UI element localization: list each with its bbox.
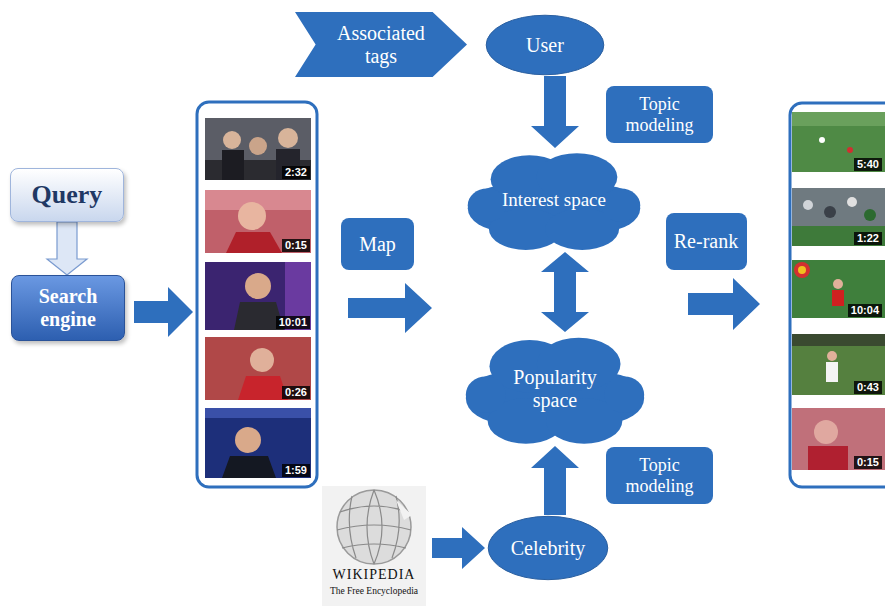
video-thumbnail: [205, 262, 311, 330]
video-thumbnail: [205, 190, 311, 253]
node-text-group: Search engine: [20, 285, 116, 331]
node-label: User: [526, 34, 564, 57]
duration-label: 0:43: [854, 381, 882, 394]
node-label: Popularity space: [498, 366, 612, 412]
block-arrow: [531, 76, 579, 148]
duration-label: 10:04: [848, 304, 882, 317]
video-thumbnail: [792, 260, 885, 318]
block-arrow: [688, 278, 760, 330]
video-thumbnail: [792, 408, 885, 470]
node-label: Interest space: [502, 189, 606, 211]
query-box: Query: [10, 168, 124, 222]
node-label: Topic modeling: [614, 455, 705, 496]
user-ellipse: User: [485, 14, 605, 76]
engine-box: Search engine: [11, 275, 125, 341]
block-arrow: [134, 287, 193, 337]
node-text-group: Map: [359, 233, 396, 256]
node-text-group: Re-rank: [674, 230, 738, 253]
duration-label: 10:01: [276, 316, 310, 329]
video-thumbnail: [205, 118, 311, 180]
duration-label: 1:22: [854, 232, 882, 245]
logo-text: The Free Encyclopedia: [330, 585, 418, 597]
block-arrow: [47, 222, 87, 275]
node-label: Query: [32, 180, 103, 210]
node-label: Search engine: [20, 285, 116, 331]
duration-label: 5:40: [854, 158, 882, 171]
duration-label: 0:26: [282, 386, 310, 399]
node-text-group: Celebrity: [511, 537, 585, 560]
node-label: Map: [359, 233, 396, 256]
block-arrow: [432, 527, 485, 569]
video-thumbnail: [792, 112, 885, 172]
node-text-group: Interest space: [502, 189, 606, 211]
video-thumbnail: [205, 408, 311, 478]
video-thumbnail: [205, 337, 311, 400]
process-box: Topic modeling: [606, 86, 713, 143]
process-box: Re-rank: [666, 213, 747, 270]
duration-label: 0:15: [854, 456, 882, 469]
celebrity-ellipse: Celebrity: [487, 515, 609, 581]
node-text-group: User: [526, 34, 564, 57]
video-thumbnail: [792, 188, 885, 246]
block-arrow: [531, 446, 579, 515]
duration-label: 1:59: [282, 464, 310, 477]
tag-chevron: Associated tags: [295, 12, 467, 77]
video-thumbnail: [792, 334, 885, 395]
space-cloud: Interest space: [466, 148, 642, 252]
block-arrow: [348, 283, 432, 333]
process-box: Map: [341, 218, 414, 270]
node-text-group: Associated tags: [329, 22, 433, 68]
block-arrow: [541, 252, 589, 332]
node-label: Celebrity: [511, 537, 585, 560]
logo-text: WIKIPEDIA: [333, 567, 416, 583]
process-box: Topic modeling: [606, 447, 713, 504]
wikipedia-logo: [322, 486, 426, 606]
result-panel: [197, 102, 317, 487]
duration-label: 2:32: [282, 166, 310, 179]
node-text-group: Popularity space: [498, 366, 612, 412]
node-label: Associated tags: [329, 22, 433, 68]
node-label: Re-rank: [674, 230, 738, 253]
node-text-group: Query: [32, 180, 103, 210]
result-panel: [790, 103, 885, 487]
node-text-group: Topic modeling: [614, 455, 705, 496]
space-cloud: Popularity space: [464, 332, 646, 446]
node-text-group: Topic modeling: [614, 94, 705, 135]
duration-label: 0:15: [282, 239, 310, 252]
node-label: Topic modeling: [614, 94, 705, 135]
